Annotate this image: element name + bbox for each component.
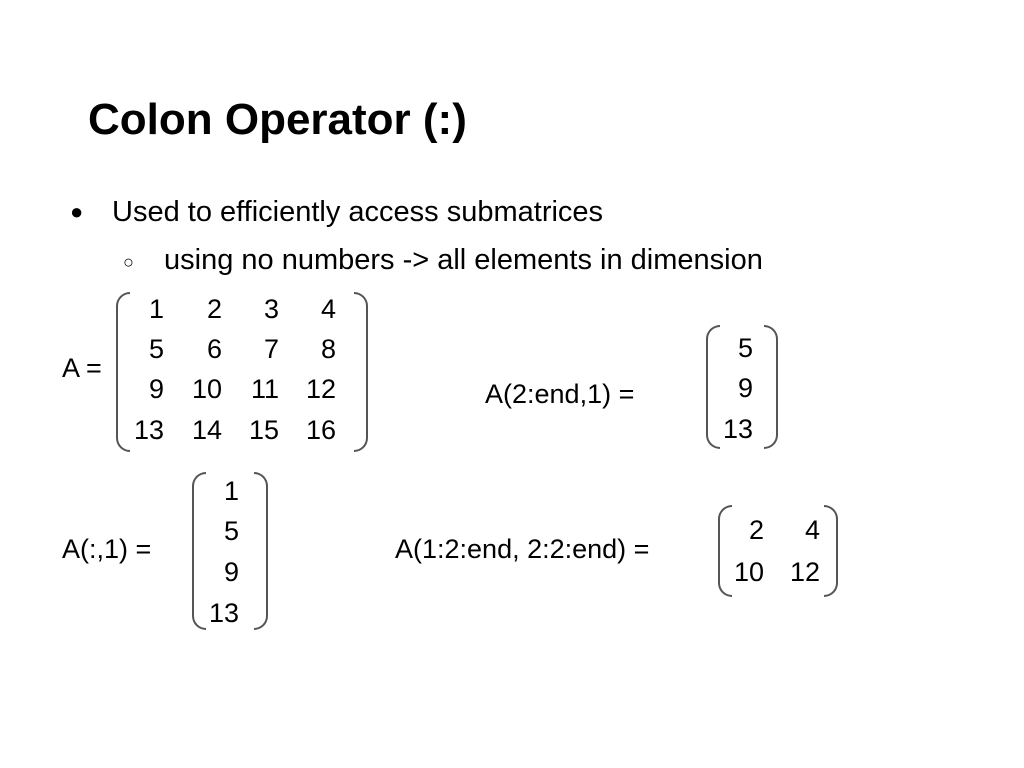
bullet-marker-filled: ● xyxy=(70,199,84,224)
matrix-cell: 7 xyxy=(263,334,279,364)
matrix-cell: 15 xyxy=(248,415,279,445)
matrix-cell: 9 xyxy=(223,557,239,587)
left-bracket xyxy=(718,505,732,597)
left-bracket xyxy=(192,472,206,630)
left-bracket xyxy=(706,325,720,449)
expr-2-end-label: A(2:end,1) = xyxy=(485,379,635,409)
right-bracket xyxy=(764,325,778,449)
expr-step-label: A(1:2:end, 2:2:end) = xyxy=(395,534,650,564)
right-bracket xyxy=(824,505,838,597)
matrix-a-label: A = xyxy=(62,353,102,383)
matrix-step-result: 2 4 10 12 xyxy=(718,505,838,597)
matrix-cell: 11 xyxy=(250,374,279,404)
expr-colon-col1-label: A(:,1) = xyxy=(62,534,152,564)
sub-bullet-item: ○ using no numbers -> all elements in dim… xyxy=(123,242,763,280)
matrix-cell: 5 xyxy=(737,333,753,363)
matrix-cell: 5 xyxy=(148,334,164,364)
matrix-cell: 10 xyxy=(733,557,764,587)
matrix-cell: 10 xyxy=(191,374,222,404)
matrix-cell: 3 xyxy=(263,294,279,324)
matrix-cell: 8 xyxy=(320,334,336,364)
matrix-cell: 6 xyxy=(206,334,222,364)
matrix-2-end-col1: 5 9 13 xyxy=(706,325,778,449)
matrix-cell: 13 xyxy=(722,414,753,444)
right-bracket xyxy=(254,472,268,630)
matrix-cell: 4 xyxy=(804,515,820,545)
bullet-marker-hollow: ○ xyxy=(123,252,134,272)
right-bracket xyxy=(354,292,368,452)
slide-title: Colon Operator (:) xyxy=(88,95,467,144)
matrix-cell: 5 xyxy=(223,516,239,546)
matrix-cell: 12 xyxy=(305,374,336,404)
matrix-cell: 2 xyxy=(206,294,222,324)
matrix-cell: 9 xyxy=(737,373,753,403)
matrix-cell: 14 xyxy=(191,415,222,445)
matrix-cell: 13 xyxy=(133,415,164,445)
matrix-cell: 4 xyxy=(320,294,336,324)
matrix-cell: 2 xyxy=(748,515,764,545)
matrix-cell: 1 xyxy=(148,294,164,324)
left-bracket xyxy=(116,292,130,452)
matrix-cell: 1 xyxy=(223,476,239,506)
matrix-cell: 12 xyxy=(789,557,820,587)
sub-bullet-text: using no numbers -> all elements in dime… xyxy=(164,244,763,276)
bullet-item: ● Used to efficiently access submatrices xyxy=(70,194,603,230)
matrix-colon-col1: 1 5 9 13 xyxy=(192,472,268,630)
matrix-cell: 16 xyxy=(305,415,336,445)
matrix-cell: 9 xyxy=(148,374,164,404)
matrix-cell: 13 xyxy=(208,598,239,628)
bullet-text: Used to efficiently access submatrices xyxy=(112,196,604,228)
